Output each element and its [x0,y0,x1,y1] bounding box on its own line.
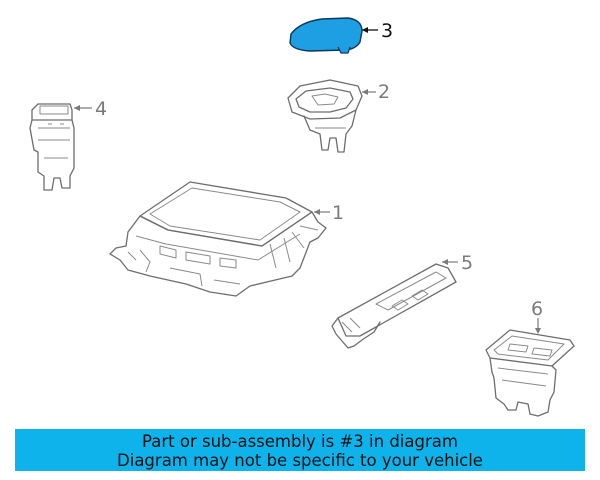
callout-5-label: 5 [461,252,473,274]
callout-3: 3 [362,20,393,42]
callout-4: 4 [74,98,107,120]
banner-line-1: Part or sub-assembly is #3 in diagram [142,432,458,451]
callout-4-label: 4 [95,98,107,120]
part-6-port-unit[interactable] [485,329,575,417]
info-banner: Part or sub-assembly is #3 in diagram Di… [15,429,585,471]
banner-line-2: Diagram may not be specific to your vehi… [117,451,483,470]
part-5-switch-panel[interactable] [331,263,457,349]
part-1-module[interactable] [109,181,327,297]
part-3-cover[interactable] [289,17,363,54]
callout-1-label: 1 [332,202,344,224]
callout-5: 5 [442,252,473,274]
callout-2: 2 [362,81,390,103]
callout-1: 1 [314,202,344,224]
callout-6-label: 6 [531,298,543,320]
callout-2-label: 2 [378,81,390,103]
callout-6: 6 [531,298,543,334]
part-4-switch[interactable] [29,103,75,191]
part-2-housing[interactable] [287,79,363,153]
callout-3-label: 3 [381,20,393,42]
